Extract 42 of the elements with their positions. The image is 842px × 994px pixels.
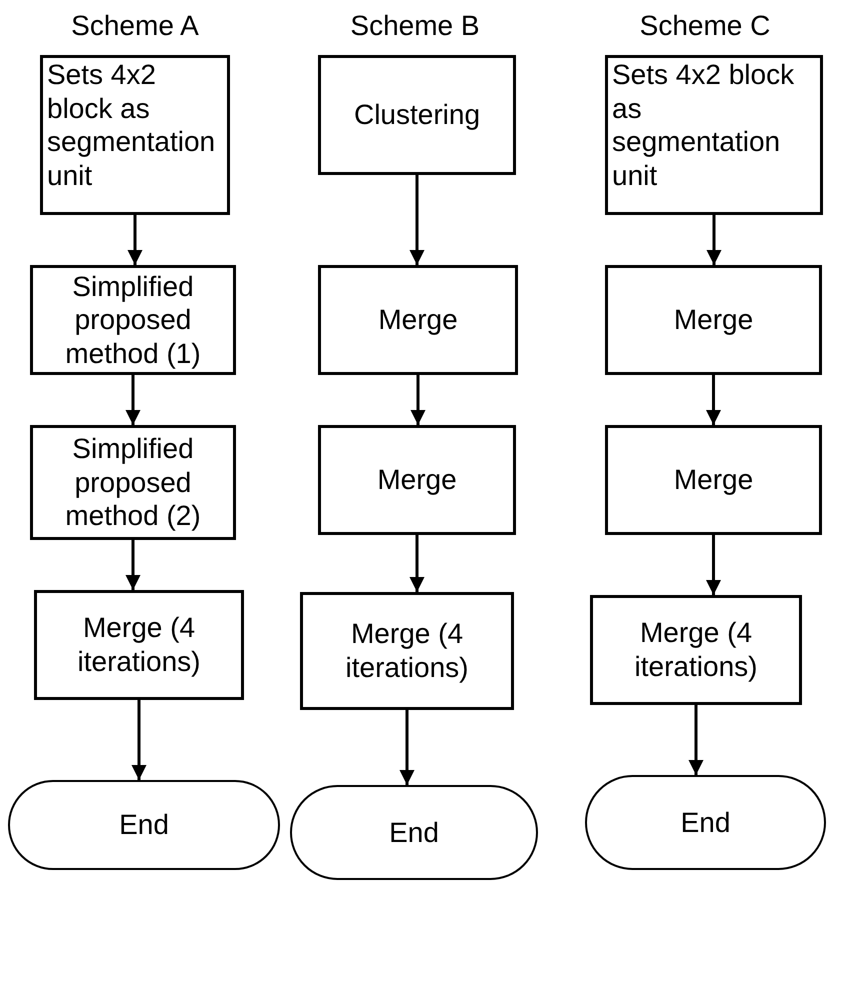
process-box <box>605 425 822 535</box>
node-text: Merge <box>674 463 754 497</box>
node-text: Simplified proposed method (1) <box>64 270 202 370</box>
node-text: Merge (4 iterations) <box>344 617 470 685</box>
node-text: Merge <box>378 303 458 337</box>
column-heading: Scheme B <box>349 12 481 40</box>
node-text: Sets 4x2 block as segmentation unit <box>47 58 216 192</box>
process-box <box>318 265 518 375</box>
process-box <box>605 55 823 215</box>
arrow <box>126 375 140 425</box>
process-box <box>34 590 244 700</box>
node-text: Merge (4 iterations) <box>634 616 758 684</box>
arrow <box>410 175 424 265</box>
process-box <box>30 425 236 540</box>
node-text: End <box>119 808 169 842</box>
node-text: Merge <box>377 463 457 497</box>
node-text: Sets 4x2 block as segmentation unit <box>612 58 796 192</box>
arrow <box>132 700 146 780</box>
node-text: Clustering <box>354 98 480 132</box>
process-box <box>318 55 516 175</box>
arrow <box>126 540 140 590</box>
node-text: Merge <box>674 303 754 337</box>
process-box <box>300 592 514 710</box>
arrow <box>410 375 426 425</box>
process-box <box>318 425 516 535</box>
node-text: End <box>389 816 439 850</box>
arrow <box>706 375 721 425</box>
process-box <box>605 265 822 375</box>
node-text: Merge (4 iterations) <box>76 611 202 679</box>
column-heading: Scheme A <box>70 12 200 40</box>
node-text: Simplified proposed method (2) <box>64 432 202 533</box>
column-heading: Scheme C <box>638 12 772 40</box>
process-box <box>590 595 802 705</box>
arrow <box>706 215 722 265</box>
arrow <box>688 705 704 775</box>
process-box <box>30 265 236 375</box>
arrow <box>410 535 424 592</box>
node-text: End <box>680 806 730 840</box>
process-box <box>40 55 230 215</box>
arrow <box>706 535 721 595</box>
arrow <box>128 215 142 265</box>
arrow <box>400 710 414 785</box>
